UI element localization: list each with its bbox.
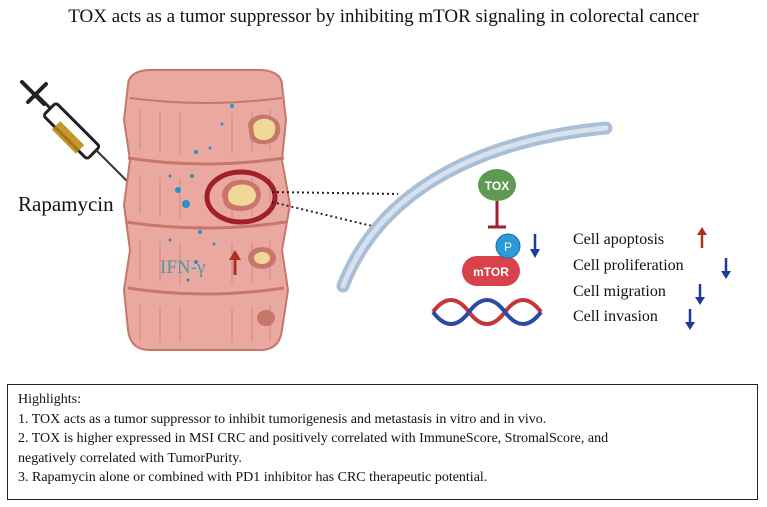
decrease-arrow-icon <box>721 258 731 279</box>
phospho-label: P <box>504 240 512 254</box>
ifn-gamma-particles <box>168 104 234 282</box>
syringe-icon <box>20 80 129 183</box>
effect-label: Cell apoptosis <box>573 231 664 248</box>
colon-illustration: IFN-γ <box>122 69 292 351</box>
tumor-bottom <box>257 310 275 326</box>
increase-arrow-icon <box>697 227 707 248</box>
effect-label: Cell proliferation <box>573 257 684 274</box>
highlight-item: 1. TOX acts as a tumor suppressor to inh… <box>18 411 547 427</box>
effect-label: Cell invasion <box>573 308 658 325</box>
highlight-item: 3. Rapamycin alone or combined with PD1 … <box>18 470 488 485</box>
highlight-item: 2. TOX is higher expressed in MSI CRC an… <box>18 431 609 446</box>
mechanism-diagram: Rapamycin <box>18 69 731 351</box>
drug-label: Rapamycin <box>18 192 114 216</box>
highlights-box: Highlights: 1. TOX acts as a tumor suppr… <box>7 384 758 500</box>
effect-label: Cell migration <box>573 283 666 300</box>
increase-arrow-icon <box>229 250 241 275</box>
tumor-top <box>248 114 281 145</box>
inhibition-arrow-icon <box>488 201 506 229</box>
tumor-middle <box>248 247 276 269</box>
dna-helix-icon <box>431 298 543 326</box>
mtor-node: mTOR <box>462 256 520 286</box>
decrease-arrow-icon <box>695 284 705 305</box>
decrease-arrow-icon <box>530 234 540 258</box>
tox-label: TOX <box>485 179 509 193</box>
figure-title: TOX acts as a tumor suppressor by inhibi… <box>68 6 699 27</box>
mtor-label: mTOR <box>473 265 509 279</box>
highlight-item: negatively correlated with TumorPurity. <box>18 450 242 466</box>
phospho-node: P <box>495 233 521 259</box>
zoom-connector <box>271 191 399 227</box>
tox-node: TOX <box>478 169 516 201</box>
tumor-circled <box>204 169 278 225</box>
decrease-arrow-icon <box>685 309 695 330</box>
cytokine-label: IFN-γ <box>160 257 205 278</box>
highlights-heading: Highlights: <box>18 392 82 407</box>
